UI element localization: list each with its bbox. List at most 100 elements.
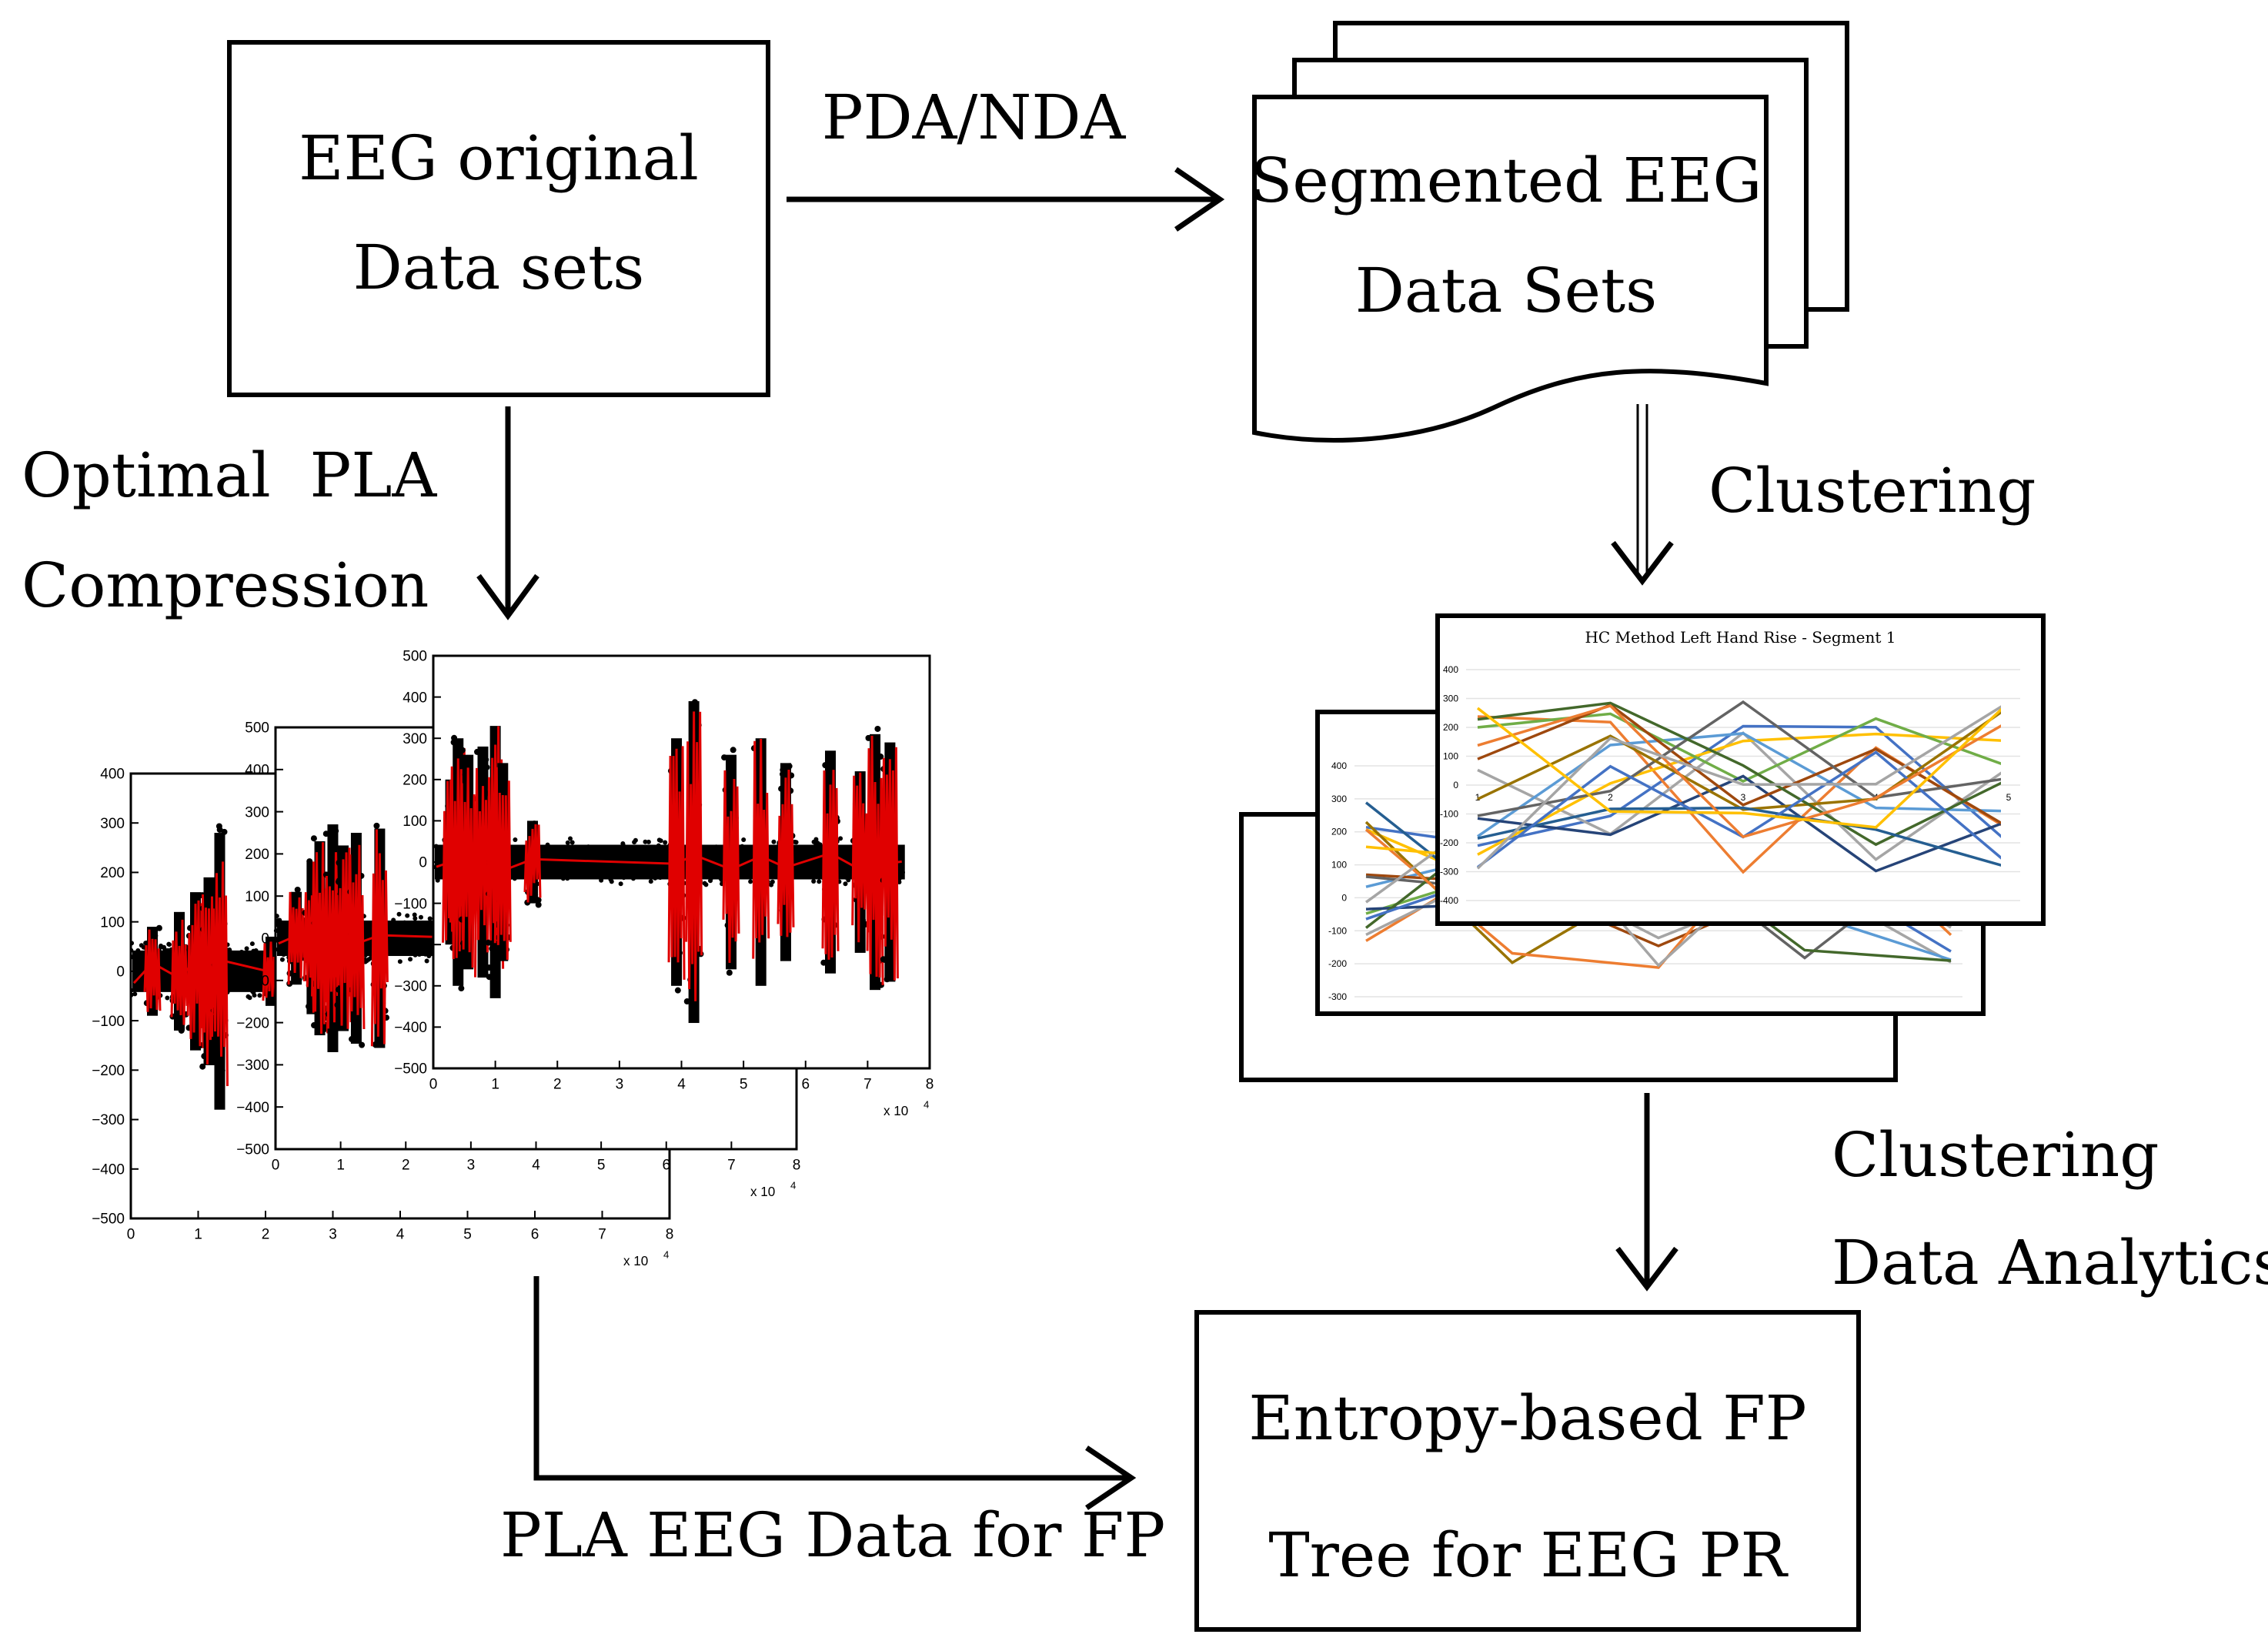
optimal-pla-line1: Optimal PLA: [22, 439, 437, 511]
plot3-sample: [568, 864, 573, 870]
front-ytick-label: -300: [1440, 867, 1458, 877]
plot2-ytick-label: −200: [236, 1015, 269, 1031]
front-series-line: [1476, 705, 2001, 870]
plot3-sample: [643, 872, 648, 877]
segmented-line2: Data Sets: [1355, 255, 1657, 326]
plot2-ytick-label: 100: [245, 889, 269, 905]
plot3-xtick-label: 4: [677, 1077, 686, 1093]
clustering-label: Clustering: [1709, 455, 2036, 526]
plot1-exponent: x 10: [623, 1254, 648, 1268]
plot3-xtick-label: 0: [429, 1077, 438, 1093]
plot3-sample: [646, 839, 651, 844]
plot1-sample: [256, 973, 262, 978]
plot3-data: [433, 699, 906, 1024]
plot3-sample: [638, 874, 643, 879]
front-lines: [1476, 700, 2001, 874]
plot3-burst-sample: [870, 975, 877, 982]
plot3-ytick-label: −400: [394, 1020, 427, 1036]
front-ytick-label: -200: [1440, 837, 1458, 848]
plot1-burst-sample: [178, 1027, 185, 1034]
plot3-burst-sample: [690, 1014, 696, 1021]
plot3-burst-sample: [485, 939, 492, 946]
plot3-burst-sample: [683, 998, 690, 1005]
plot2-sample: [362, 952, 368, 958]
eeg-original-line2: Data sets: [353, 232, 645, 303]
plot3-sample: [599, 877, 604, 883]
segmented-doc-front: [1252, 95, 1769, 443]
plot3-ytick-label: −300: [394, 978, 427, 994]
plot2-pla-trend: [278, 931, 492, 947]
plot3-sample: [792, 839, 797, 844]
plot3-sample: [621, 875, 626, 881]
plot2-ytick-label: −100: [236, 973, 269, 989]
middle-ytick-label: 200: [1331, 827, 1347, 837]
plot3-sample: [569, 850, 574, 855]
plot3-ytick-label: 500: [402, 649, 427, 665]
plot3-sample: [770, 879, 775, 884]
plot1-sample: [167, 977, 172, 982]
plot3-sample: [748, 879, 753, 884]
plot1-sample: [141, 944, 146, 950]
plot2-burst-sample: [294, 886, 301, 893]
plot1-ytick-label: 200: [100, 865, 125, 881]
plot3-sample: [773, 874, 779, 879]
plot1-burst-sample: [199, 1063, 206, 1070]
plot1-ytick-label: −500: [92, 1212, 125, 1228]
plot3-sample: [812, 874, 817, 880]
plot3-sample: [811, 878, 817, 884]
plot3-sample: [435, 844, 440, 850]
plot1-ytick-label: −100: [92, 1014, 125, 1030]
plot1-sample: [250, 988, 256, 994]
plot3-burst-sample: [489, 945, 496, 952]
plot2-burst-sample: [373, 822, 380, 829]
plot3-sample: [648, 879, 653, 884]
plot2-sample: [279, 935, 285, 941]
plot3-pla-segment: [880, 747, 899, 981]
plot3-sample: [565, 840, 570, 845]
plot2-sample: [421, 921, 426, 927]
front-series-line: [1476, 707, 2001, 829]
plot2-ytick-label: −400: [236, 1100, 269, 1116]
plot3-xtick-label: 2: [553, 1077, 562, 1093]
plot3-burst-sample: [855, 943, 862, 950]
plot3-burst-sample: [535, 901, 542, 908]
plot1-burst-sample: [155, 924, 162, 931]
plot1-xtick-label: 4: [396, 1227, 405, 1243]
plot2-burst-sample: [359, 1041, 366, 1048]
plot3-burst-sample: [726, 969, 733, 976]
plot3-exponent-power: 4: [924, 1098, 929, 1110]
plot3-sample: [636, 845, 642, 851]
front-xtick-label: 5: [2006, 792, 2012, 803]
plot1-xtick-label: 8: [666, 1227, 674, 1243]
plot3-burst-sample: [865, 734, 872, 741]
plot2-burst-sample: [332, 827, 339, 834]
plot2-burst-sample: [310, 835, 317, 842]
plot2-sample: [277, 922, 282, 927]
plot3-sample: [632, 840, 637, 845]
plot1-sample: [251, 970, 256, 975]
plot2-sample: [280, 931, 286, 937]
plot1-sample: [247, 995, 252, 1001]
plot3-xtick-label: 8: [926, 1077, 934, 1093]
plot2-burst-sample: [292, 891, 299, 898]
plot2-ytick-label: −300: [236, 1058, 269, 1074]
plot3-sample: [810, 867, 815, 872]
plot3-xtick-label: 7: [863, 1077, 872, 1093]
plot3-sample: [739, 872, 744, 877]
middle-ytick-label: 400: [1331, 760, 1347, 771]
plot2-sample: [273, 947, 279, 952]
plot1-burst-sample: [219, 1067, 225, 1074]
plot3-sample: [838, 836, 843, 841]
plot2-xtick-label: 0: [272, 1158, 280, 1174]
clustering-analytics-line2: Data Analytics: [1832, 1227, 2268, 1298]
middle-ytick-label: -200: [1328, 958, 1347, 969]
plot3-pla-segment: [851, 772, 870, 943]
plot3-burst-sample: [454, 751, 461, 758]
plot3-burst-sample: [758, 974, 765, 981]
plot3-burst-sample: [730, 747, 737, 754]
plot3-sample: [630, 876, 636, 881]
plot1-burst-sample: [152, 932, 159, 939]
front-title: HC Method Left Hand Rise - Segment 1: [1585, 628, 1896, 647]
plot3-burst-sample: [786, 763, 793, 770]
